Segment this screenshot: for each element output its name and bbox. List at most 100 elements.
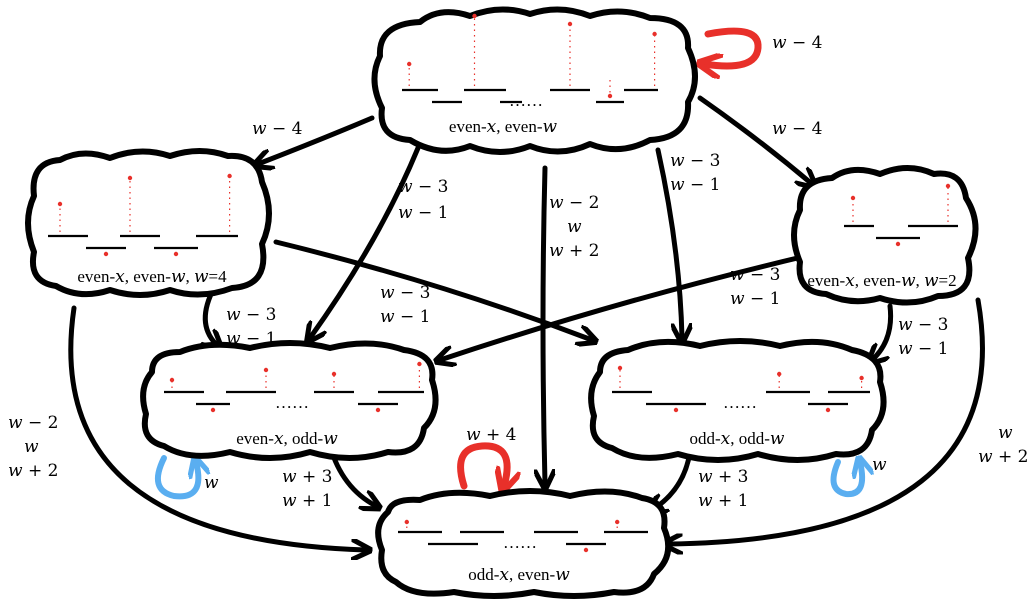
particle [263, 367, 269, 373]
edge-top-to-middle-left [310, 145, 421, 338]
label-right-to-midleft-b: 𝑤 − 1 [730, 289, 780, 309]
label-midleft-self: 𝑤 [204, 473, 219, 493]
edge-left-upper-to-bottom [68, 305, 366, 550]
node-label: odd-𝑥, even-𝑤 [468, 565, 570, 584]
label-top-to-right: 𝑤 − 4 [772, 119, 822, 139]
particle [227, 173, 232, 179]
label-left-to-midleft-a: 𝑤 − 3 [226, 305, 276, 325]
node-label: even-𝑥, even-𝑤 [449, 117, 558, 136]
label-top-to-left: 𝑤 − 4 [252, 119, 302, 139]
label-right-to-midleft-a: 𝑤 − 3 [730, 265, 780, 285]
node-middle-right: …… odd-𝑥, odd-𝑤 [588, 338, 887, 463]
particle [404, 519, 409, 525]
particle [652, 31, 657, 37]
label-midleft-to-bottom-b: 𝑤 + 1 [282, 491, 332, 511]
node-label: odd-𝑥, odd-𝑤 [690, 429, 785, 448]
cloud-shape [140, 340, 439, 461]
node-bottom: …… odd-𝑥, even-𝑤 [375, 488, 672, 599]
label-top-to-bottom-b: 𝑤 [567, 217, 582, 237]
node-left-upper: even-𝑥, even-𝑤, 𝑤=4 [25, 148, 272, 298]
edge-top-to-middle-right [655, 147, 682, 338]
label-top-to-bottom-a: 𝑤 − 2 [549, 193, 599, 213]
self-loop-middle-right [830, 462, 863, 498]
cloud-shape [25, 148, 272, 298]
ellipsis: …… [509, 91, 543, 110]
label-right-to-midright-a: 𝑤 − 3 [898, 315, 948, 335]
label-left-to-midleft-b: 𝑤 − 1 [226, 329, 276, 349]
particle-configuration: …… [612, 365, 870, 413]
self-loops [154, 27, 863, 500]
particle [607, 93, 613, 99]
particle-configuration: …… [402, 13, 658, 110]
particle-configuration: …… [398, 519, 648, 553]
ellipsis: …… [723, 393, 757, 412]
particle [417, 361, 422, 367]
label-top-to-midleft-b: 𝑤 − 1 [398, 203, 448, 223]
label-left-to-bottom-c: 𝑤 + 2 [8, 461, 58, 481]
particle [169, 377, 175, 383]
edge-left-upper-to-middle-left [205, 289, 218, 346]
particle-configuration [48, 173, 238, 257]
particle [567, 21, 573, 27]
particle-configuration: …… [164, 361, 424, 413]
particle [331, 371, 337, 377]
particle [407, 61, 412, 67]
particle [375, 407, 381, 413]
edge-right-upper-to-middle-left [440, 253, 809, 360]
particle [173, 251, 179, 257]
label-midright-to-bottom-a: 𝑤 + 3 [698, 467, 748, 487]
label-right-to-bottom-a: 𝑤 [998, 423, 1013, 443]
label-top-to-midleft-a: 𝑤 − 3 [398, 177, 448, 197]
edge-labels: 𝑤 − 4 𝑤 − 4 𝑤 − 4 𝑤 − 3 𝑤 − 1 𝑤 − 2 𝑤 𝑤 … [8, 33, 1028, 511]
particle [615, 519, 620, 525]
label-top-to-midright-b: 𝑤 − 1 [670, 175, 720, 195]
node-label: even-𝑥, even-𝑤, 𝑤=2 [807, 271, 956, 290]
node-label: even-𝑥, odd-𝑤 [236, 429, 338, 448]
cloud-shape [371, 6, 698, 155]
particle [472, 13, 477, 19]
self-loop-bottom [457, 442, 508, 486]
ellipsis: …… [503, 533, 537, 552]
particle [673, 407, 679, 413]
particle [825, 407, 831, 413]
edge-top-to-left-upper [258, 115, 375, 164]
self-loop-middle-left [154, 458, 198, 500]
particle [617, 365, 623, 371]
particle [127, 175, 133, 181]
label-top-to-bottom-c: 𝑤 + 2 [549, 241, 599, 261]
edge-right-upper-to-bottom [668, 297, 985, 544]
label-bottom-self: 𝑤 + 4 [466, 425, 516, 445]
label-left-to-bottom-a: 𝑤 − 2 [8, 413, 58, 433]
node-label: even-𝑥, even-𝑤, 𝑤=4 [77, 267, 227, 286]
label-top-to-midright-a: 𝑤 − 3 [670, 151, 720, 171]
label-midright-to-bottom-b: 𝑤 + 1 [698, 491, 748, 511]
label-top-self: 𝑤 − 4 [772, 33, 822, 53]
cloud-shape [791, 165, 979, 306]
cloud-shape [375, 488, 672, 599]
label-midleft-to-bottom-a: 𝑤 + 3 [282, 467, 332, 487]
edge-right-upper-to-middle-right [872, 303, 894, 360]
particle-configuration [844, 183, 958, 247]
label-left-to-bottom-b: 𝑤 [24, 437, 39, 457]
node-right-upper: even-𝑥, even-𝑤, 𝑤=2 [791, 165, 979, 306]
particle [103, 251, 109, 257]
node-top: …… even-𝑥, even-𝑤 [371, 6, 698, 155]
particle [850, 195, 856, 201]
particle [57, 201, 63, 207]
cloud-shape [588, 338, 887, 463]
particle [859, 375, 864, 381]
label-cross-b: 𝑤 − 1 [380, 307, 430, 327]
particle [945, 183, 951, 189]
particle [210, 407, 216, 413]
label-right-to-bottom-b: 𝑤 + 2 [978, 447, 1028, 467]
self-loop-top [704, 27, 762, 66]
particle [777, 371, 782, 377]
particle [583, 547, 589, 553]
ellipsis: …… [275, 393, 309, 412]
edge-top-to-right-upper [697, 95, 812, 184]
node-middle-left: …… even-𝑥, odd-𝑤 [140, 340, 439, 461]
label-cross-a: 𝑤 − 3 [380, 283, 430, 303]
particle [895, 241, 901, 247]
label-midright-self: 𝑤 [872, 455, 887, 475]
